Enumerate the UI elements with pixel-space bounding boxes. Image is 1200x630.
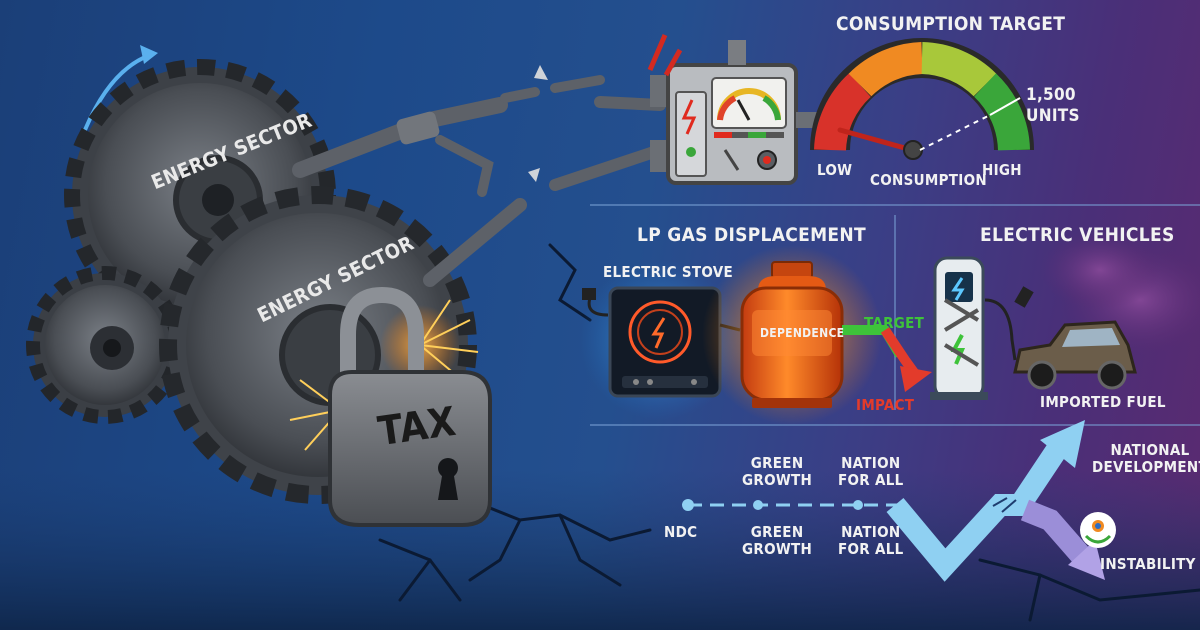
decline-arrow	[1020, 499, 1105, 580]
target-unit: UNITS	[1026, 106, 1080, 126]
growth-arrow	[886, 420, 1085, 582]
timeline-top-stage-1: GREEN GROWTH	[742, 454, 813, 489]
imported-fuel-label: IMPORTED FUEL	[1040, 393, 1166, 411]
ev-title: ELECTRIC VEHICLES	[980, 224, 1175, 246]
ev-charger	[930, 256, 1034, 400]
electric-stove	[580, 260, 741, 420]
ground-cracks	[378, 243, 1200, 622]
padlock	[328, 286, 492, 527]
target-value: 1,500	[1026, 85, 1076, 105]
gauge-low-label: LOW	[817, 161, 853, 179]
timeline-top-stage-2: NATION FOR ALL	[838, 454, 904, 489]
gear-small	[26, 266, 184, 424]
timeline-top	[682, 499, 905, 511]
stove-label: ELECTRIC STOVE	[603, 263, 734, 281]
timeline-start-label: NDC	[664, 523, 698, 541]
old-car	[1013, 230, 1200, 390]
timeline-bottom-stage-2: NATION FOR ALL	[838, 523, 904, 558]
target-label: TARGET	[864, 314, 925, 332]
gauge-axis-label: CONSUMPTION	[870, 171, 987, 189]
consumption-title: CONSUMPTION TARGET	[836, 13, 1066, 35]
instability-label: INSTABILITY	[1100, 555, 1196, 573]
gauge-high-label: HIGH	[982, 161, 1022, 179]
consumption-gauge	[810, 38, 1034, 160]
control-panel	[647, 34, 820, 185]
national-development-label: NATIONAL DEVELOPMENT	[1092, 441, 1200, 476]
gas-cylinder	[702, 245, 882, 425]
emblem-logo	[1080, 512, 1116, 548]
impact-label: IMPACT	[856, 396, 915, 414]
padlock-label: TAX	[375, 398, 459, 456]
broken-rods	[292, 65, 666, 287]
timeline-bottom-stage-1: GREEN GROWTH	[742, 523, 813, 558]
rotation-arrow-head	[140, 45, 158, 64]
impact-arrow	[842, 325, 932, 392]
cylinder-label: DEPENDENCE	[760, 326, 845, 340]
lp-gas-title: LP GAS DISPLACEMENT	[637, 224, 866, 246]
